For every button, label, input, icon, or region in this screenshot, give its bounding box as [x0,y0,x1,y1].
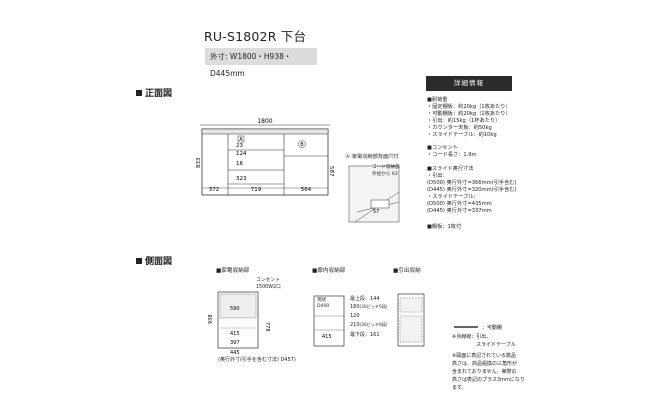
appliance-upper [219,293,257,319]
slide-line-4: ・スライドテーブル： [427,194,479,200]
legend-dotted: ※点線線：引出、 [452,334,492,340]
marker-a: A [239,137,243,143]
drawer-title: ■引出収納 [393,268,421,274]
bottom-left-dim: 372 [209,187,220,193]
front-view-label: 正面図 [145,89,173,99]
details-heading: 詳細情報 [426,76,512,91]
bottom-right-dim: 564 [301,187,312,193]
cabinet-l2: 180 [350,304,360,310]
dim-124: 124 [236,151,247,157]
load-line-5: ・スライドテーブル：約10kg [427,132,497,138]
appliance-title: ■家電収納部 [216,268,250,274]
details-outlet-title: ■コンセント [427,145,458,151]
cabinet-label-3: 120 [350,313,360,319]
load-line-3: ・引出：約15kg（1杯あたり） [427,118,501,124]
cabinet-side-drawing: 415 [313,295,345,347]
countertop [201,128,329,135]
width-dim-label: 1800 [257,118,272,125]
cabinet-label-1: 最上段：144 [350,296,380,302]
front-view-drawing: 1800 A B 23 124 16 323 833 587 372 719 5… [196,118,334,196]
cabinet-d-label-2: 現状 [317,298,327,303]
side-view-label: 側面図 [145,257,173,267]
details-load-title: ■耐荷重 [427,97,448,103]
appliance-d2: 397 [230,340,240,346]
detail-a-drawing: 57 [348,165,400,223]
load-line-4: ・カウンター天板：約50kg [427,125,492,131]
cabinet-l4: 210 [350,322,360,328]
appliance-side-drawing: 938 778 590 415 397 445 [208,291,270,356]
cabinet-label-4: 210(30ピッチ6段) [350,322,388,328]
load-line-1: ・固定棚板：約20kg（1枚あたり） [427,104,511,110]
drawer-box-2 [399,315,423,343]
dim-16: 16 [236,161,243,167]
front-view-heading: 正面図 [136,86,172,99]
appliance-note: (奥行外寸(引手を含む寸法) D457) [218,357,296,363]
detail-a-dim: 57 [373,209,379,215]
marker-a-box [237,135,245,143]
outlet-label: コンセント [256,278,280,283]
dim-23: 23 [236,143,243,149]
cabinet-label-5: 最下段：161 [350,332,380,338]
marker-b: B [300,142,304,148]
cabinet-label-2: 180(30ピッチ5段) [350,304,388,310]
right-height-label: 587 [328,166,334,177]
slide-line-6: (D445) 奥行外寸=337mm [427,208,492,214]
appliance-h2: 778 [264,322,270,332]
appliance-height: 938 [208,314,214,324]
drawer-side-drawing [397,293,425,347]
legend-note: ※図面に表記されている数品 高さは、商品組換の三角形が 含まれておりません。実際… [452,353,525,391]
cabinet-outline [313,295,345,347]
appliance-h3: 590 [230,306,240,312]
load-line-2: ・可動棚板：約20kg（1枚あたり） [427,111,511,117]
square-bullet-icon [136,257,142,264]
slide-line-3: (D445) 奥行外寸=320mm(引手含む) [427,187,517,193]
cabinet-outline [201,128,329,196]
legend-slide: スライドテーブル [476,342,516,348]
drawer-box-1 [399,297,423,313]
detail-panel [348,165,400,223]
outlet-line-1: ・コード長さ：1.9m [427,152,477,158]
slide-line-2: (D500) 奥行外寸=366mm(引手含む) [427,180,517,186]
cabinet-l4-note: (30ピッチ6段) [359,322,388,327]
slide-line-1: ・引出： [427,173,448,179]
appliance-d1: 415 [230,331,240,337]
square-bullet-icon [136,89,142,96]
slide-line-5: (D500) 奥行外寸=435mm [427,201,492,207]
legend-lines [454,326,478,328]
cord-hole [370,199,390,209]
detail-a-label: Ⓐ 家電収納部背面穴付 [345,154,399,160]
size-badge: 外寸: W1800・H938・D445mm [205,48,317,78]
legend-movable: ：可動棚 [482,325,503,331]
cabinet-d: 415 [322,334,332,340]
cabinet-title: ■扉内収納部 [312,268,346,274]
outlet-spec: 1500W2口 [256,285,281,290]
details-shelf-line: ■棚板：1枚付 [427,224,462,230]
appliance-depth: 445 [230,350,240,356]
marker-b-circle [298,140,306,148]
detail-a-note: コード収納部 [372,165,400,170]
dim-323: 323 [236,176,247,182]
left-height-label: 833 [196,157,202,168]
detail-a-note-2: 外径から 63 [372,172,398,177]
cabinet-l2-note: (30ピッチ5段) [359,304,388,309]
bottom-mid-dim: 719 [251,187,262,193]
details-slide-title: ■スライド奥行寸法 [427,166,474,172]
side-view-heading: 側面図 [136,254,172,267]
product-title: RU-S1802R 下台 [204,29,307,44]
cabinet-d-label: D400 [317,304,330,309]
